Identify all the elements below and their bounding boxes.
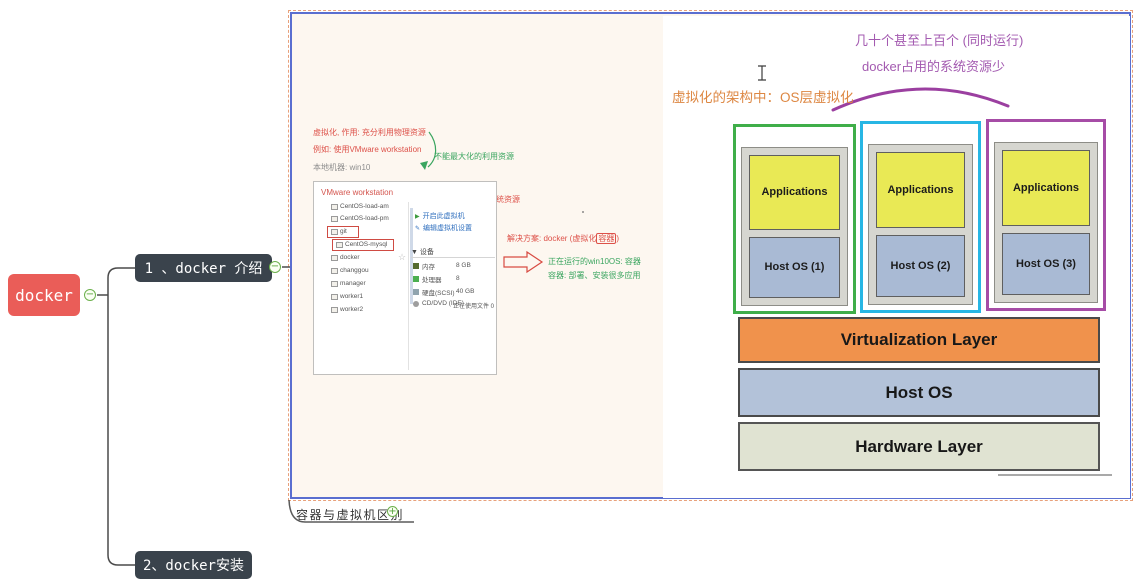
cd-icon xyxy=(413,300,419,307)
vm-column-3: Applications Host OS (3) xyxy=(986,119,1106,311)
note-local-machine: 本地机器: win10 xyxy=(313,163,371,172)
vm-icon xyxy=(331,267,338,274)
vm-icon xyxy=(331,280,338,287)
boxed-word-container: 容器 xyxy=(596,233,617,244)
mindmap-root-node-docker[interactable]: docker xyxy=(8,274,80,316)
note-os-virtualization: 虚拟化的架构中：OS层虚拟化 xyxy=(672,90,854,105)
vmware-devices-header[interactable]: ▼ 设备 xyxy=(411,249,434,256)
vmware-screenshot: VMware workstation CentOS-load-am CentOS… xyxy=(313,181,497,375)
vm-tree-item[interactable]: worker1 xyxy=(331,293,363,300)
vmware-pane-divider xyxy=(408,202,409,370)
collapse-icon-docker-intro[interactable]: − xyxy=(269,261,281,273)
expand-icon-topic[interactable]: + xyxy=(387,506,398,517)
highlight-box-mysql xyxy=(332,239,394,251)
minus-icon: − xyxy=(270,261,280,272)
vm-tree-item[interactable]: CentOS-load-am xyxy=(331,203,389,210)
mindmap-node-docker-intro[interactable]: 1 、docker 介绍 xyxy=(135,254,272,282)
note-running-2: 容器: 部署、安装很多应用 xyxy=(548,271,641,280)
vm-column-frame: Applications Host OS (2) xyxy=(868,144,973,305)
highlight-box-git xyxy=(327,226,359,238)
vm-icon xyxy=(336,241,343,248)
vmware-power-on-link[interactable]: ▶开启此虚拟机 xyxy=(415,213,465,220)
caret-down-icon: ▼ xyxy=(411,249,418,256)
vm-icon xyxy=(331,254,338,261)
vm-icon xyxy=(331,215,338,222)
device-value: 40 GB xyxy=(456,288,475,295)
hardware-layer-bar: Hardware Layer xyxy=(738,422,1100,471)
vm-tree-item[interactable]: docker xyxy=(331,254,360,261)
host-os-box: Host OS (1) xyxy=(749,236,840,298)
edit-icon: ✎ xyxy=(415,225,421,232)
applications-box: Applications xyxy=(1002,150,1090,226)
device-row-memory[interactable]: 内存 xyxy=(413,261,435,271)
vm-tree-item[interactable]: git xyxy=(331,228,347,235)
vm-tree-item[interactable]: manager xyxy=(331,280,366,287)
device-row-disk[interactable]: 硬盘(SCSI) xyxy=(413,287,455,297)
collapse-icon-root[interactable]: − xyxy=(84,289,96,301)
vm-icon xyxy=(331,228,338,235)
note-running-1: 正在运行的win10OS: 容器 xyxy=(548,257,641,266)
host-os-box: Host OS (2) xyxy=(876,234,965,297)
vm-tree-item[interactable]: CentOS-load-pm xyxy=(331,215,389,222)
applications-box: Applications xyxy=(876,152,965,228)
note-dozens-running: 几十个甚至上百个 (同时运行) xyxy=(855,33,1024,48)
note-example-vmware: 例如: 使用VMware workstation xyxy=(313,145,422,154)
host-os-layer-bar: Host OS xyxy=(738,368,1100,417)
host-os-box: Host OS (3) xyxy=(1002,232,1090,295)
vm-column-2: Applications Host OS (2) xyxy=(860,121,981,313)
memory-icon xyxy=(413,263,419,269)
play-icon: ▶ xyxy=(415,213,420,220)
vm-tree-item[interactable]: worker2 xyxy=(331,306,363,313)
note-solution: 解决方案: docker (虚拟化容器) xyxy=(507,233,620,244)
device-row-cddvd[interactable]: CD/DVD (IDE) xyxy=(413,300,464,307)
virtualization-layer-bar: Virtualization Layer xyxy=(738,317,1100,363)
minus-icon: − xyxy=(85,289,95,300)
vm-icon xyxy=(331,306,338,313)
note-less-resource: docker占用的系统资源少 xyxy=(862,59,1006,74)
vm-tree-item[interactable]: changgou xyxy=(331,267,369,274)
vm-column-frame: Applications Host OS (3) xyxy=(994,142,1098,303)
vmware-left-strip xyxy=(410,208,413,304)
vmware-title: VMware workstation xyxy=(321,188,394,197)
stray-dot xyxy=(582,211,584,213)
devices-separator xyxy=(411,257,495,258)
gray-line-artifact xyxy=(998,474,1112,476)
cpu-icon xyxy=(413,276,419,282)
note-virtualization-purpose: 虚拟化, 作用: 充分利用物理资源 xyxy=(313,128,426,137)
vm-tree-item[interactable]: CentOS-mysql xyxy=(336,241,387,248)
vmware-edit-settings-link[interactable]: ✎编辑虚拟机设置 xyxy=(415,225,473,232)
vm-column-frame: Applications Host OS (1) xyxy=(741,147,848,306)
vm-icon xyxy=(331,293,338,300)
vm-column-1: Applications Host OS (1) xyxy=(733,124,856,314)
vm-icon xyxy=(331,203,338,210)
plus-icon: + xyxy=(388,505,397,517)
star-icon: ☆ xyxy=(398,252,407,262)
device-value: 8 xyxy=(456,275,460,282)
applications-box: Applications xyxy=(749,155,840,230)
mindmap-node-docker-install[interactable]: 2、docker安装 xyxy=(135,551,252,579)
device-row-cpu[interactable]: 处理器 xyxy=(413,274,442,284)
device-value: 8 GB xyxy=(456,262,471,269)
note-not-maximized: 不能最大化的利用资源 xyxy=(434,152,514,161)
device-value: 正在使用文件 0 xyxy=(453,304,495,310)
disk-icon xyxy=(413,289,419,295)
